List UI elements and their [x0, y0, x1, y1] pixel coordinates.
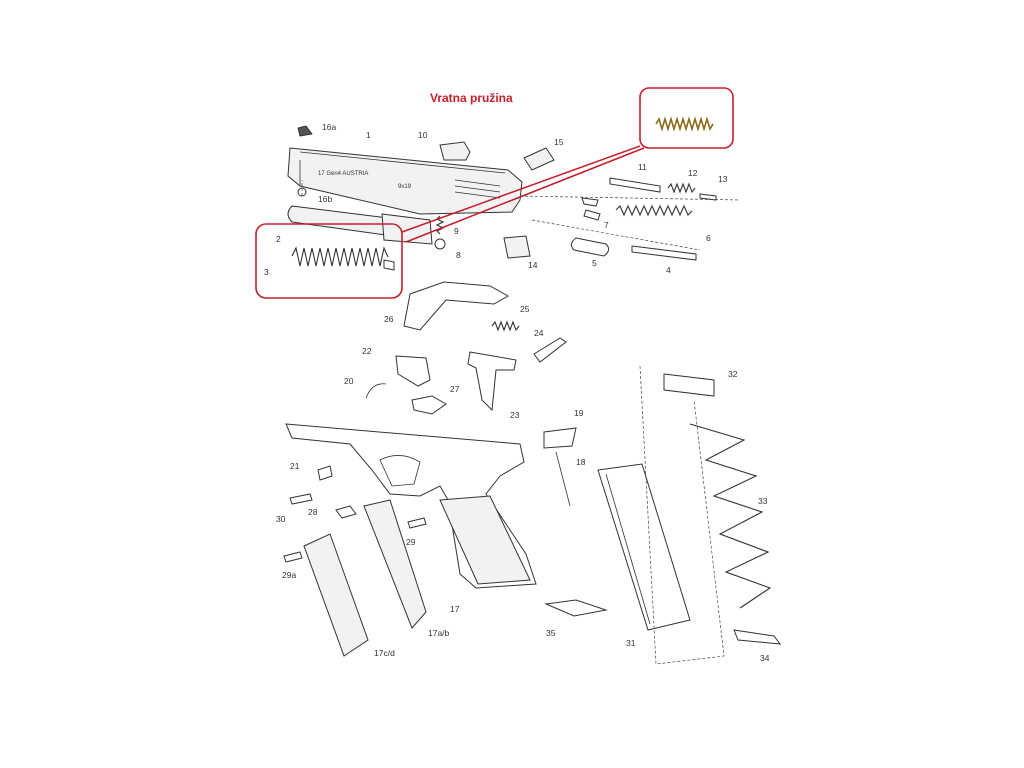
sight-screw — [297, 180, 307, 197]
diagram-title: Vratna pružina — [430, 91, 513, 105]
label-12: 12 — [688, 168, 698, 178]
magazine-body — [597, 463, 691, 631]
label-29: 29 — [406, 537, 416, 547]
extractor — [439, 141, 471, 161]
label-20: 20 — [344, 376, 354, 386]
inset-highlight-box — [639, 87, 734, 149]
label-4: 4 — [666, 265, 671, 275]
spring-cups — [570, 237, 610, 257]
inset-spring — [655, 116, 714, 132]
svg-text:9x19: 9x19 — [398, 184, 412, 190]
locking-block-pin — [407, 517, 427, 529]
label-26: 26 — [384, 314, 394, 324]
label-27: 27 — [450, 384, 460, 394]
spacer-sleeve — [581, 197, 601, 221]
label-30: 30 — [276, 514, 286, 524]
extractor-depressor — [434, 215, 446, 250]
rear-sight — [523, 147, 555, 171]
label-28: 28 — [308, 507, 318, 517]
slide-stop-lever — [533, 337, 567, 363]
label-18: 18 — [576, 457, 586, 467]
label-17: 17 — [450, 604, 460, 614]
label-32: 32 — [728, 369, 738, 379]
magazine-floor-plate — [733, 629, 782, 645]
locking-block — [467, 351, 517, 412]
firing-pin-assembly — [609, 177, 717, 201]
spacer-pin — [631, 245, 697, 261]
recoil-spring-highlight-box — [255, 223, 403, 299]
magazine-dash-box — [639, 365, 725, 665]
trigger-pin — [317, 465, 333, 481]
label-29a: 29a — [282, 570, 296, 580]
label-2: 2 — [276, 234, 281, 244]
label-23: 23 — [510, 410, 520, 420]
label-33: 33 — [758, 496, 768, 506]
label-19: 19 — [574, 408, 584, 418]
trigger-mechanism-pin — [289, 493, 313, 505]
label-22: 22 — [362, 346, 372, 356]
label-31: 31 — [626, 638, 636, 648]
callout-line-a — [401, 145, 641, 233]
firing-pin-spring — [615, 204, 693, 217]
label-14: 14 — [528, 260, 538, 270]
backstrap-pin-insert — [335, 505, 357, 519]
label-10: 10 — [418, 130, 428, 140]
trigger-housing — [395, 355, 431, 387]
label-6: 6 — [706, 233, 711, 243]
svg-text:17 Gen4 AUSTRIA: 17 Gen4 AUSTRIA — [318, 171, 368, 177]
label-13: 13 — [718, 174, 728, 184]
trigger-bar — [403, 281, 510, 331]
recoil-spring — [291, 246, 395, 271]
label-3: 3 — [264, 267, 269, 277]
trigger-spring — [491, 320, 520, 332]
magazine-follower — [663, 373, 715, 397]
magazine-spring — [689, 423, 772, 609]
slide-lock — [411, 395, 447, 415]
label-35: 35 — [546, 628, 556, 638]
backstrap-medium — [363, 499, 427, 629]
label-7: 7 — [604, 220, 609, 230]
label-24: 24 — [534, 328, 544, 338]
label-8: 8 — [456, 250, 461, 260]
backstrap-large — [303, 533, 369, 657]
label-5: 5 — [592, 258, 597, 268]
label-16a: 16a — [322, 122, 336, 132]
frame — [285, 423, 537, 589]
trigger-spring-wire — [365, 383, 387, 399]
slide-cover-plate — [503, 235, 531, 259]
magazine-catch-spring — [555, 451, 571, 507]
label-21: 21 — [290, 461, 300, 471]
callout-line-b — [405, 147, 645, 243]
label-25: 25 — [520, 304, 530, 314]
magazine-catch — [543, 427, 577, 449]
label-16b: 16b — [318, 194, 332, 204]
label-1: 1 — [366, 130, 371, 140]
label-15: 15 — [554, 137, 564, 147]
slide: 17 Gen4 AUSTRIA 9x19 — [287, 147, 523, 215]
front-sight — [297, 125, 313, 137]
magazine-insert — [544, 599, 608, 617]
backstrap-pin — [283, 551, 303, 563]
label-34: 34 — [760, 653, 770, 663]
label-9: 9 — [454, 226, 459, 236]
label-17cd: 17c/d — [374, 648, 395, 658]
label-17ab: 17a/b — [428, 628, 450, 638]
label-11: 11 — [638, 162, 647, 172]
